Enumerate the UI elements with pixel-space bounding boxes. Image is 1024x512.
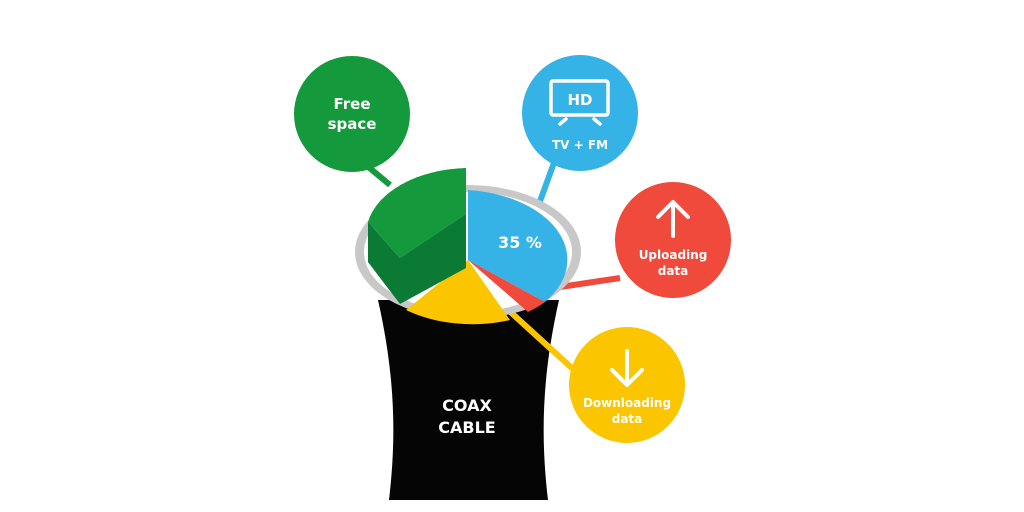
hd-badge: HD — [567, 91, 592, 109]
tv-fm-label: TV + FM — [552, 138, 608, 152]
down-arrow-icon — [610, 349, 644, 387]
free-space-slice-top — [368, 168, 466, 258]
upload-slice — [468, 260, 545, 312]
download-slice — [406, 260, 510, 325]
up-arrow-icon — [656, 200, 690, 238]
hd-tv-icon — [549, 79, 610, 126]
cable-label-line2: CABLE — [438, 418, 495, 437]
cable-label-line1: COAX — [442, 396, 492, 415]
coax-cable-body — [378, 300, 559, 500]
free-space-bubble — [294, 56, 410, 172]
upload-label-line2: data — [658, 264, 689, 278]
download-label-line1: Downloading — [583, 396, 671, 410]
upload-label-line1: Uploading — [639, 248, 708, 262]
download-label-line2: data — [612, 412, 643, 426]
pie-percentage-label: 35 % — [498, 233, 542, 252]
free-space-slice-side — [368, 214, 466, 304]
tv-fm-bubble — [522, 55, 638, 171]
free-space-label-line2: space — [328, 115, 377, 133]
tv-fm-slice — [468, 190, 568, 302]
free-space-label-line1: Free — [333, 95, 370, 113]
upload-bubble — [615, 182, 731, 298]
